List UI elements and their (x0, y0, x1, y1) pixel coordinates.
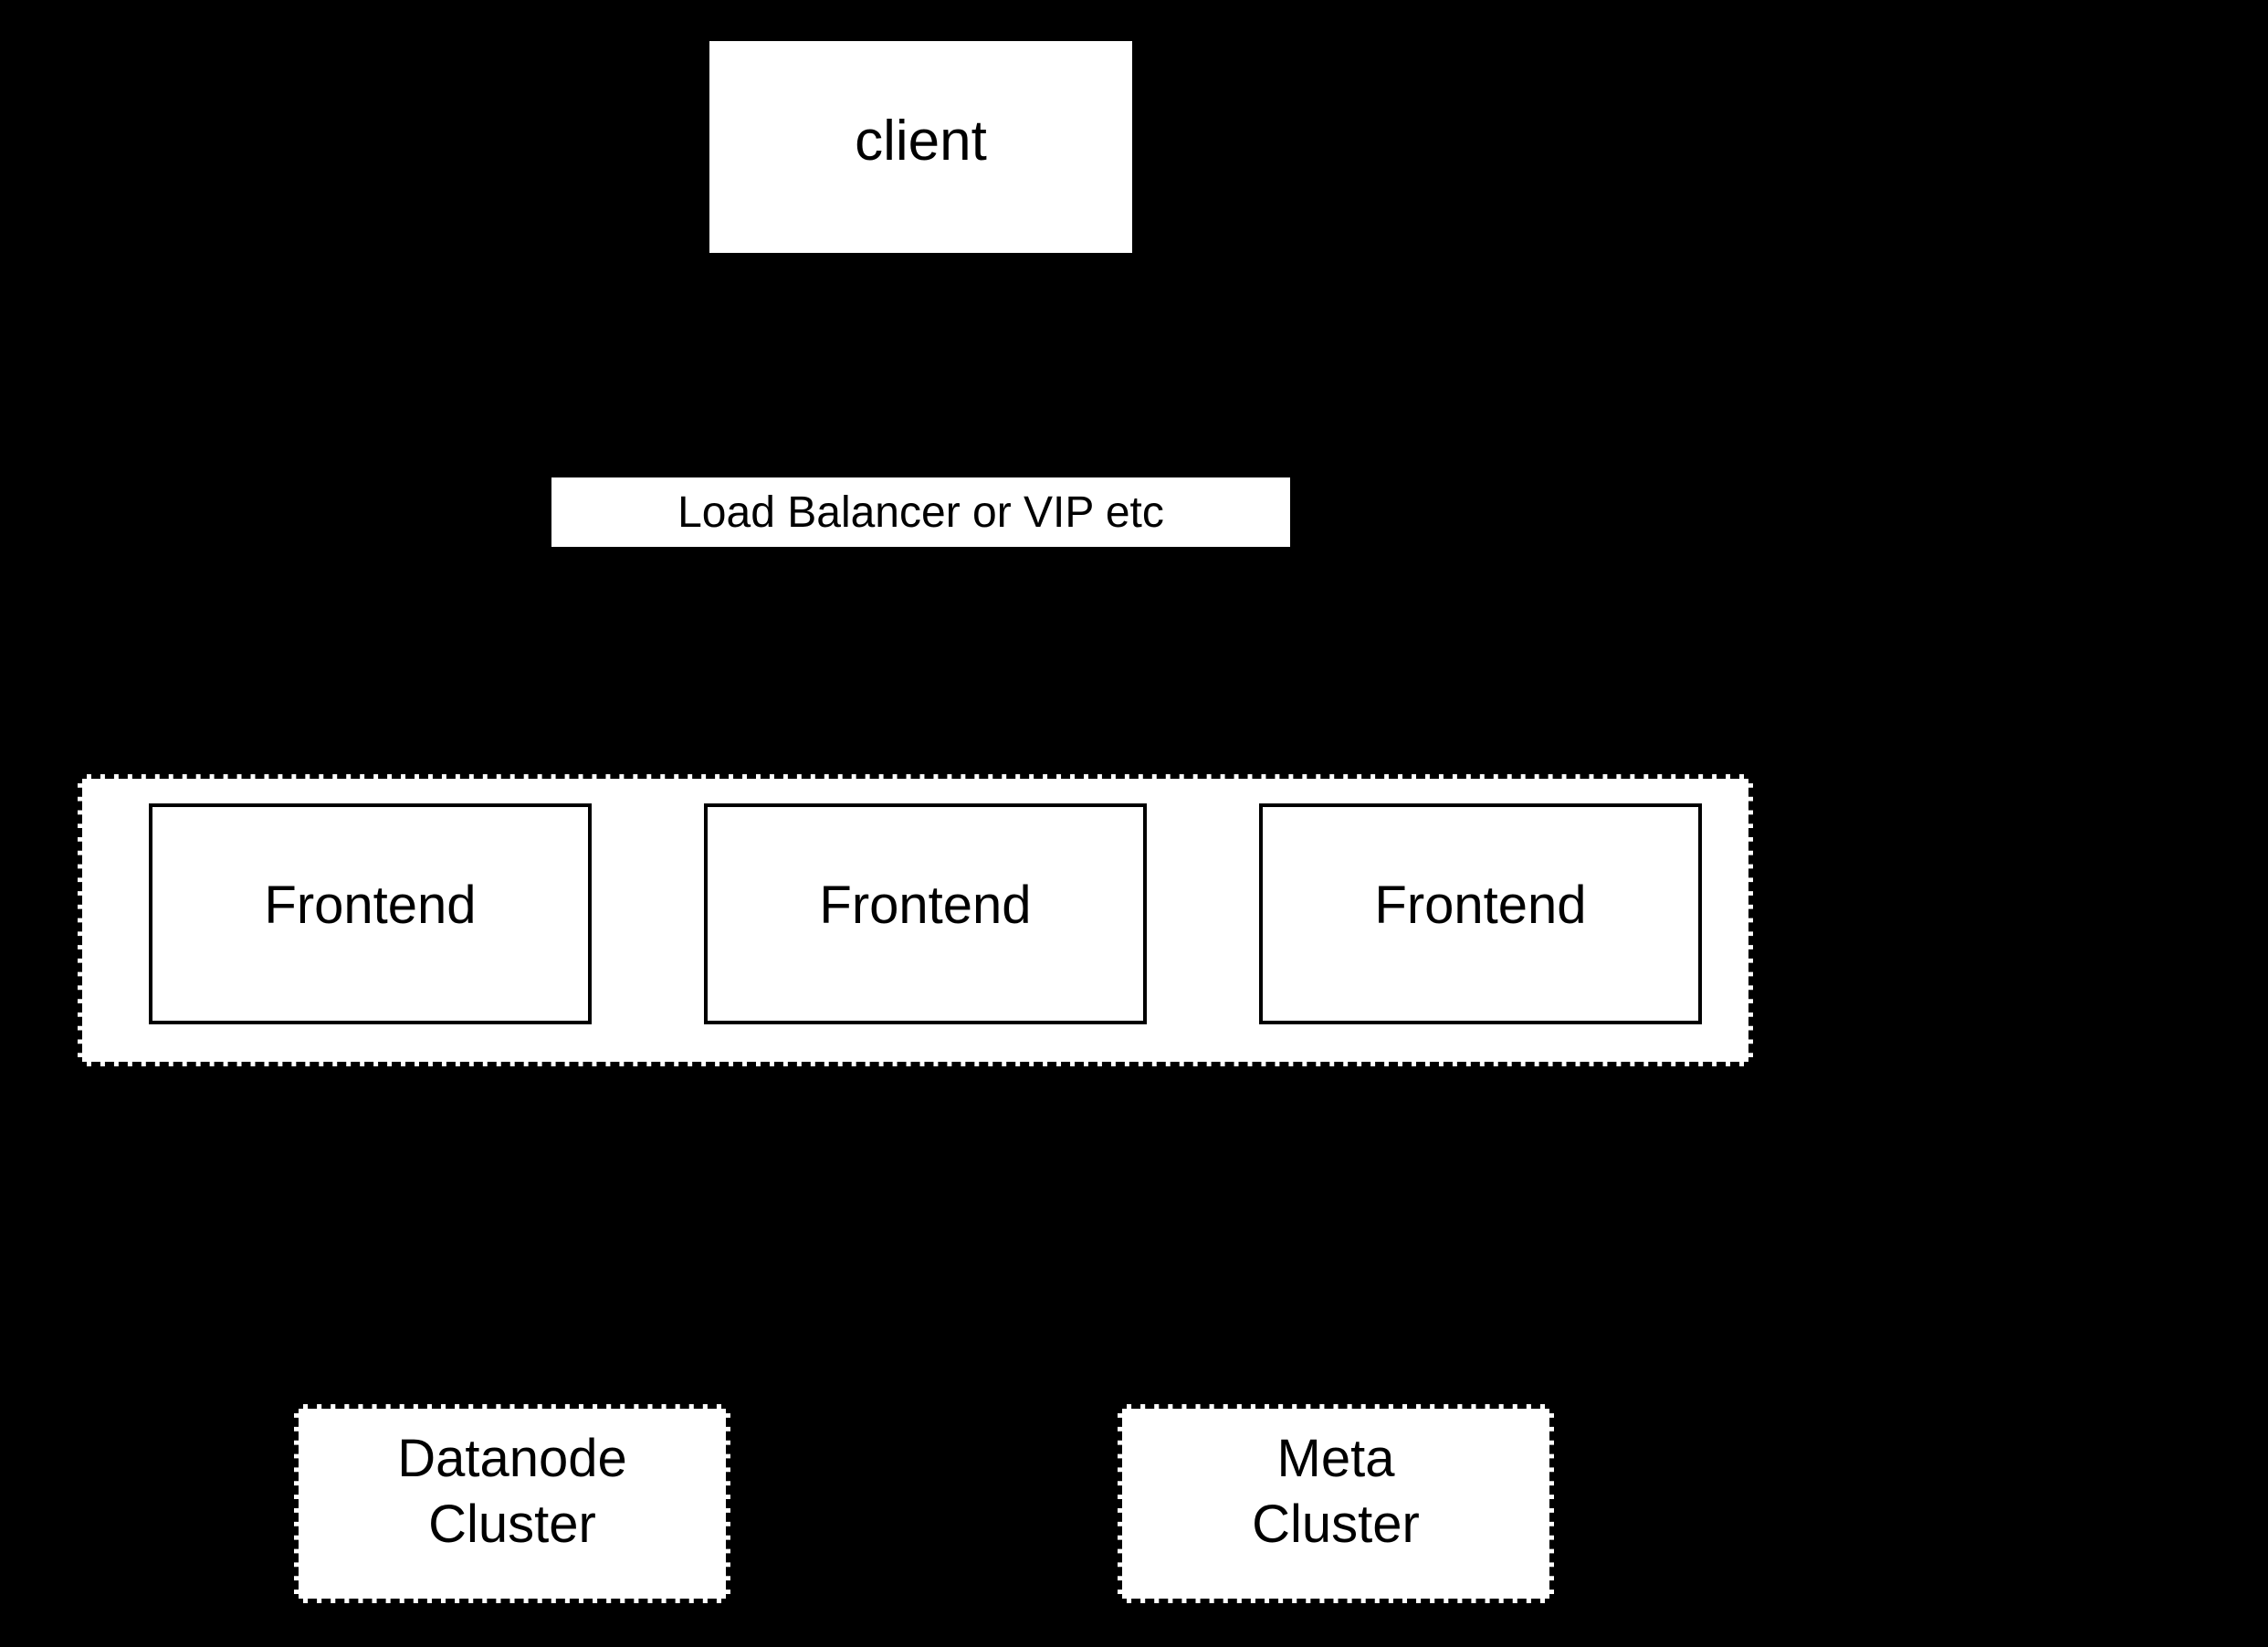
load-balancer-box: Load Balancer or VIP etc (551, 477, 1290, 547)
client-box: client (709, 41, 1132, 253)
frontend-label: Frontend (819, 875, 1032, 935)
frontend-box: Frontend (704, 803, 1147, 1024)
frontend-box: Frontend (1259, 803, 1702, 1024)
frontend-label: Frontend (1374, 875, 1587, 935)
meta-cluster-box: Meta Cluster (1118, 1404, 1554, 1603)
datanode-cluster-box: Datanode Cluster (294, 1404, 730, 1603)
frontend-group: Frontend Frontend Frontend (78, 774, 1753, 1066)
meta-cluster-label: Meta Cluster (1252, 1428, 1420, 1555)
frontend-box: Frontend (149, 803, 592, 1024)
datanode-cluster-label: Datanode Cluster (397, 1428, 627, 1555)
load-balancer-label: Load Balancer or VIP etc (677, 488, 1164, 537)
frontend-label: Frontend (264, 875, 477, 935)
client-label: client (855, 109, 987, 173)
